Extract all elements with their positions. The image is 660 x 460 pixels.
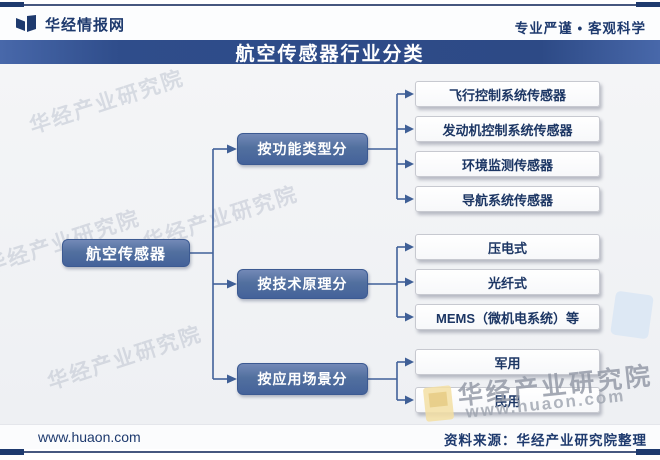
- footer: www.huaon.com 资料来源：华经产业研究院整理: [0, 424, 660, 449]
- header: 华经情报网 专业严谨 • 客观科学: [0, 7, 660, 40]
- top-rule-right-cap: [636, 2, 660, 8]
- leaf-node: 光纤式: [415, 269, 600, 295]
- page-title: 航空传感器行业分类: [235, 43, 425, 65]
- top-rule-left-cap: [0, 2, 24, 8]
- branch-node-function: 按功能类型分: [237, 133, 368, 165]
- footer-site-url: www.huaon.com: [38, 429, 141, 445]
- root-node: 航空传感器: [62, 239, 190, 267]
- header-tagline: 专业严谨 • 客观科学: [514, 21, 646, 36]
- top-rule-line: [0, 4, 660, 6]
- leaf-node: 军用: [415, 349, 600, 375]
- footer-source-note: 资料来源：华经产业研究院整理: [444, 433, 647, 448]
- title-banner: 航空传感器行业分类: [0, 40, 660, 65]
- branch-node-technology: 按技术原理分: [237, 269, 368, 299]
- bottom-rule: [0, 448, 660, 456]
- watermark-logo-icon: [422, 385, 455, 422]
- bottom-rule-line: [0, 451, 660, 453]
- leaf-node: 发动机控制系统传感器: [415, 116, 600, 142]
- brand: 华经情报网: [16, 14, 125, 35]
- leaf-node: 导航系统传感器: [415, 186, 600, 212]
- bottom-rule-left-cap: [0, 449, 24, 455]
- leaf-node: MEMS（微机电系统）等: [415, 304, 600, 330]
- leaf-node: 压电式: [415, 234, 600, 260]
- brand-name: 华经情报网: [45, 17, 126, 34]
- leaf-node: 飞行控制系统传感器: [415, 81, 600, 107]
- leaf-node: 环境监测传感器: [415, 151, 600, 177]
- huajing-logo-icon: [16, 15, 36, 32]
- bottom-rule-right-cap: [636, 449, 660, 455]
- branch-node-application: 按应用场景分: [237, 363, 368, 395]
- watermark-blob: [610, 290, 654, 340]
- top-rule: [0, 1, 660, 9]
